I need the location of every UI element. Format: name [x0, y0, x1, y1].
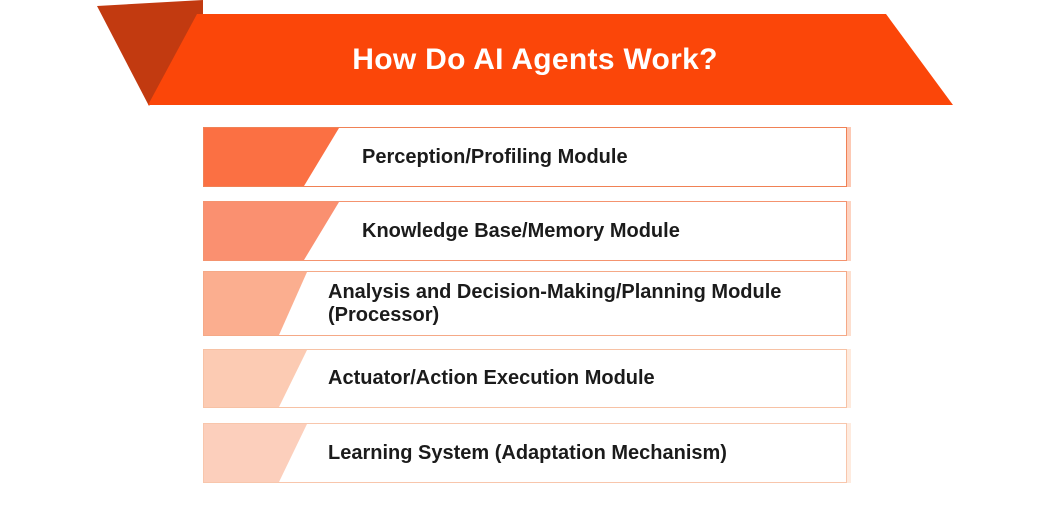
module-row-learning-system: Learning System (Adaptation Mechanism) — [203, 423, 847, 483]
module-row-label: Perception/Profiling Module — [362, 145, 628, 168]
banner-main-shape — [148, 14, 953, 105]
page-title: How Do AI Agents Work? — [352, 43, 718, 76]
module-row-label: Learning System (Adaptation Mechanism) — [328, 441, 727, 464]
module-row-knowledge-base: Knowledge Base/Memory Module — [203, 201, 847, 261]
module-row-actuator: Actuator/Action Execution Module — [203, 349, 847, 408]
module-row-perception: Perception/Profiling Module — [203, 127, 847, 187]
module-row-label: Analysis and Decision-Making/Planning Mo… — [328, 280, 782, 326]
module-row-accent-shape — [204, 424, 307, 482]
module-row-label: Actuator/Action Execution Module — [328, 367, 655, 389]
module-row-accent-shape — [204, 202, 339, 260]
module-row-accent-shape — [204, 272, 307, 335]
module-row-accent-shape — [204, 128, 339, 186]
banner-ribbon — [97, 0, 953, 106]
module-row-label: Knowledge Base/Memory Module — [362, 219, 680, 242]
module-row-analysis-decision: Analysis and Decision-Making/Planning Mo… — [203, 271, 847, 336]
banner-fold-shape — [97, 0, 203, 106]
module-row-accent-shape — [204, 350, 307, 407]
